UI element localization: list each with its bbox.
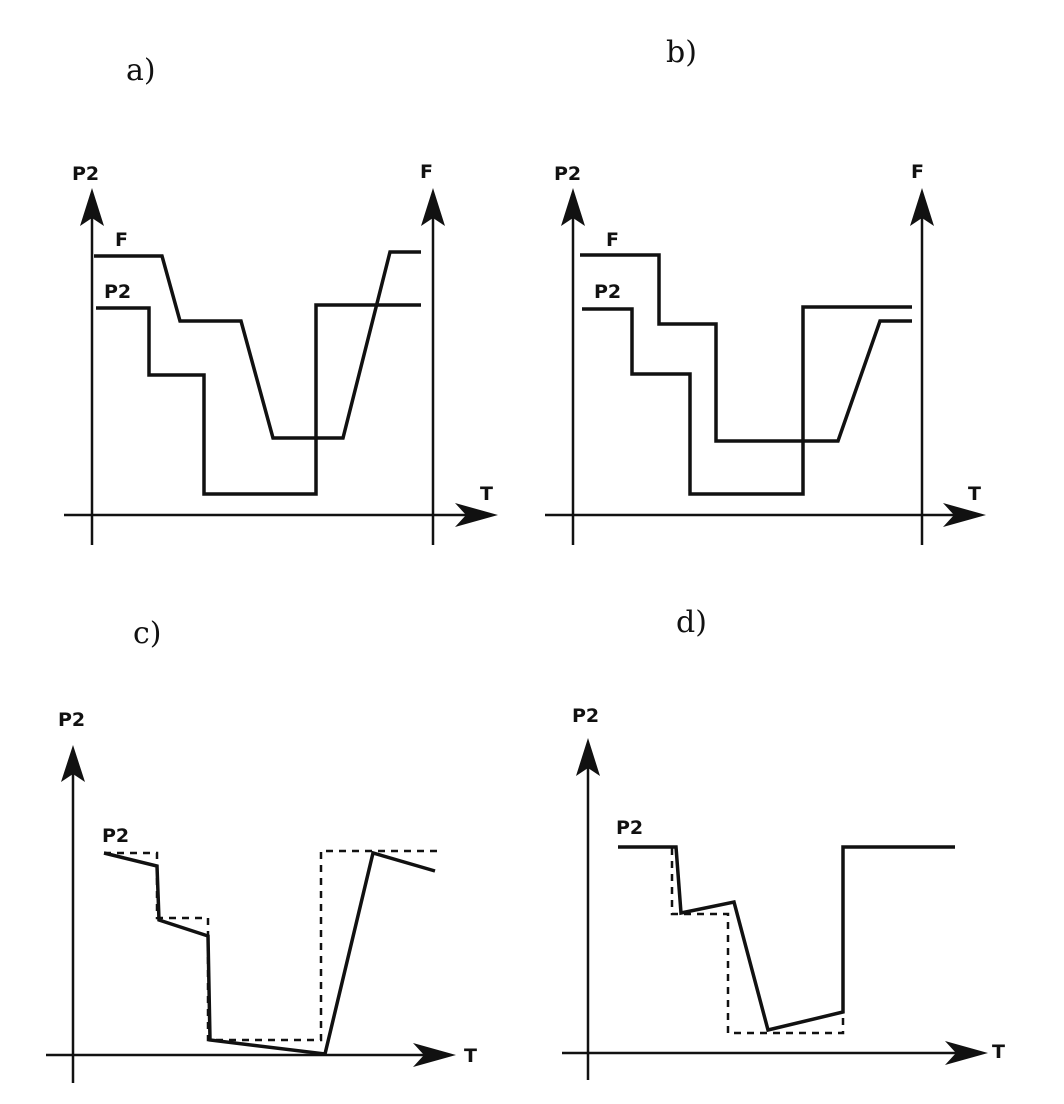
panel-b-right-axis-label: F — [911, 161, 924, 183]
panel-a-label: a) — [126, 53, 156, 88]
panel-a-left-axis-arrow — [80, 188, 104, 226]
panel-d-label: d) — [676, 605, 707, 640]
panel-b-curve-p2-label: P2 — [594, 281, 621, 303]
panel-d-left-axis-label: P2 — [572, 705, 599, 727]
panel-a-curve-f — [94, 250, 421, 440]
panel-d-time-axis-arrow — [945, 1041, 988, 1065]
panel-b-left-axis-arrow — [561, 188, 585, 226]
panel-b-curve-f-label: F — [606, 229, 619, 251]
panel-a-curve-p2-label: P2 — [104, 281, 131, 303]
panel-c-curve-p2-reference — [104, 849, 440, 1042]
panel-d-time-axis-label: T — [992, 1041, 1005, 1063]
panel-b: b) P2 F T F P2 — [545, 35, 986, 545]
panel-d-curve-p2 — [618, 845, 955, 1033]
panel-b-curve-f — [580, 253, 912, 443]
panel-c-left-axis-label: P2 — [58, 709, 85, 731]
panel-b-time-axis-label: T — [968, 483, 981, 505]
panel-a-right-axis-label: F — [420, 161, 433, 183]
panel-a-left-axis-label: P2 — [72, 163, 99, 185]
panel-c-time-axis-arrow — [413, 1043, 456, 1067]
panel-c-curve-p2 — [103, 850, 436, 1056]
panel-c-left-axis-arrow — [61, 745, 85, 782]
panel-a: a) P2 F T F P2 — [64, 53, 498, 545]
panel-c-label: c) — [133, 616, 162, 651]
panel-a-right-axis-arrow — [421, 188, 445, 226]
panel-b-left-axis-label: P2 — [554, 163, 581, 185]
panel-a-curve-p2 — [96, 303, 421, 496]
panel-d-left-axis-arrow — [576, 738, 600, 776]
panel-d-curve-p2-reference — [670, 848, 845, 1035]
panel-b-time-axis-arrow — [943, 503, 986, 527]
panel-b-right-axis-arrow — [910, 188, 934, 226]
panel-c: c) P2 T P2 — [46, 616, 477, 1083]
panel-a-time-axis-arrow — [455, 503, 498, 527]
panel-d: d) P2 T P2 — [562, 605, 1005, 1080]
panel-a-curve-f-label: F — [115, 229, 128, 251]
panel-c-curve-p2-label: P2 — [102, 825, 129, 847]
panel-b-curve-p2 — [582, 305, 912, 496]
panel-b-label: b) — [666, 35, 697, 70]
panel-c-time-axis-label: T — [464, 1045, 477, 1067]
panel-d-curve-p2-label: P2 — [616, 817, 643, 839]
panel-a-time-axis-label: T — [480, 483, 493, 505]
